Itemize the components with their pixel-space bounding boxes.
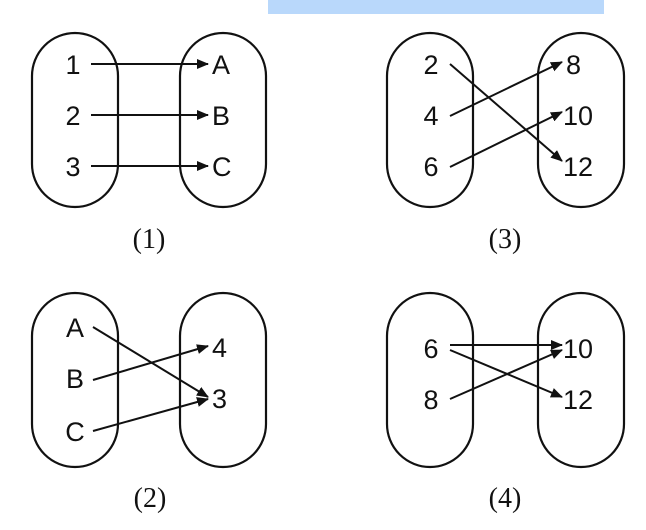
domain-oval (385, 291, 475, 469)
codomain-element: 3 (212, 384, 227, 414)
top-highlight-bar (268, 0, 604, 14)
mapping-arrow (449, 111, 563, 168)
diagram-4: 6 8 10 12 (4) (385, 291, 626, 514)
diagram-caption: (3) (489, 224, 522, 255)
domain-element: 2 (65, 101, 80, 131)
codomain-element: 12 (563, 385, 593, 415)
mapping-arrow (449, 63, 563, 162)
domain-oval (385, 31, 475, 209)
codomain-element: 8 (566, 50, 581, 80)
codomain-element: 12 (563, 152, 593, 182)
codomain-oval (178, 291, 268, 469)
domain-oval (30, 31, 120, 209)
domain-element: 2 (423, 50, 438, 80)
diagram-caption: (4) (489, 483, 522, 514)
domain-element: B (66, 364, 84, 394)
mapping-arrow (92, 344, 209, 381)
domain-element: 3 (65, 152, 80, 182)
domain-element: 4 (423, 101, 438, 131)
codomain-element: 10 (563, 101, 593, 131)
codomain-oval (536, 291, 626, 469)
domain-oval (30, 291, 120, 469)
domain-element: 8 (423, 385, 438, 415)
codomain-element: C (212, 152, 232, 182)
mapping-arrow (92, 397, 209, 432)
codomain-oval (178, 31, 268, 209)
diagram-1: 1 2 3 A B C (1) (30, 31, 268, 255)
codomain-element: B (212, 101, 230, 131)
domain-element: C (65, 417, 85, 447)
mapping-arrow (449, 349, 563, 400)
diagram-caption: (2) (134, 483, 167, 514)
diagram-caption: (1) (133, 224, 166, 255)
domain-element: 1 (65, 50, 80, 80)
domain-element: 6 (423, 334, 438, 364)
domain-element: 6 (423, 152, 438, 182)
codomain-oval (536, 31, 626, 209)
diagram-2: A B C 4 3 (2) (30, 291, 268, 514)
codomain-element: 4 (212, 333, 227, 363)
codomain-element: A (212, 50, 230, 80)
mapping-arrow (449, 61, 563, 117)
codomain-element: 10 (563, 334, 593, 364)
domain-element: A (66, 313, 84, 343)
diagram-3: 2 4 6 8 10 12 (3) (385, 31, 626, 255)
